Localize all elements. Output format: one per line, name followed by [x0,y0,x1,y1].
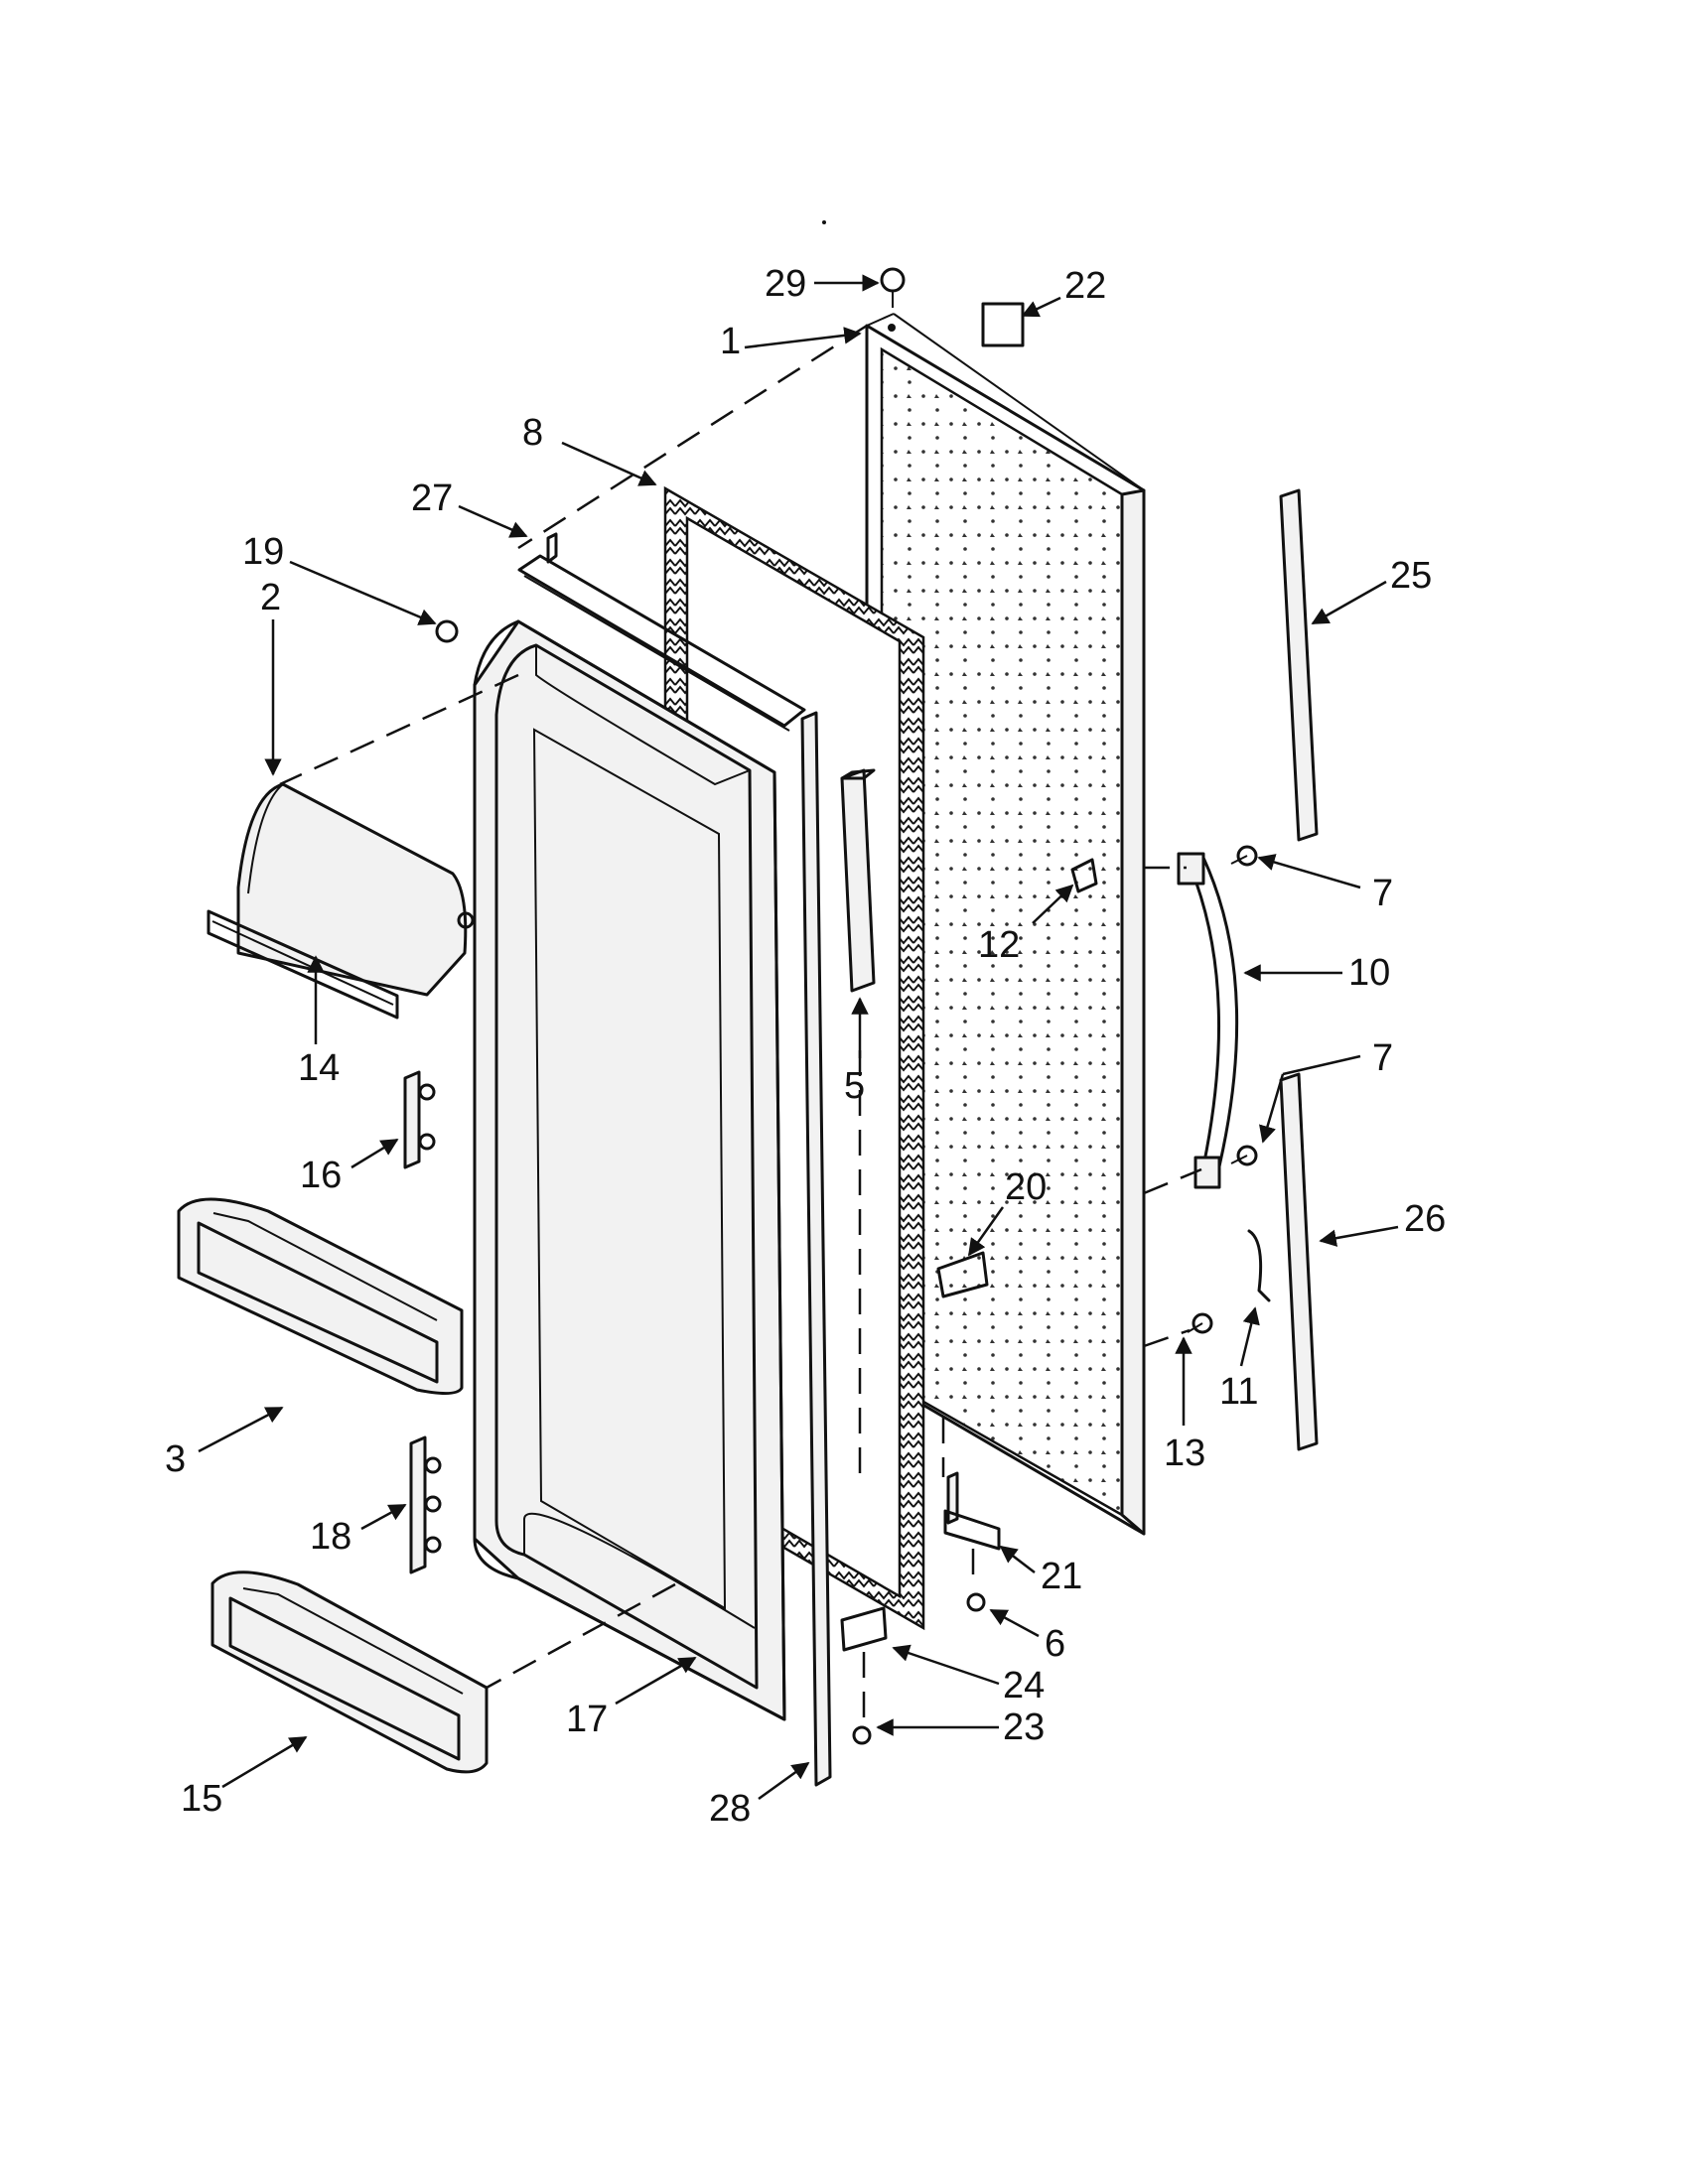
svg-text:5: 5 [844,1065,865,1107]
side-trim-25 [1279,488,1319,842]
speck [822,220,826,224]
middle-bin [177,1197,464,1395]
svg-text:18: 18 [310,1516,351,1558]
callout-5: 5 [844,997,869,1107]
door-liner [473,619,786,1721]
callout-7-top: 7 [1257,854,1393,914]
svg-text:17: 17 [566,1699,608,1740]
callout-1: 1 [720,321,862,362]
hardware [435,267,1271,1745]
callout-19: 19 [242,531,437,625]
svg-text:3: 3 [165,1438,186,1480]
callout-6: 6 [989,1608,1065,1665]
callout-25: 25 [1311,555,1432,625]
callout-18: 18 [310,1503,407,1558]
svg-text:11: 11 [1219,1371,1258,1413]
callout-2: 2 [260,577,282,776]
svg-text:23: 23 [1003,1706,1045,1748]
callout-13: 13 [1164,1336,1205,1474]
svg-text:21: 21 [1041,1556,1082,1597]
svg-text:24: 24 [1003,1665,1045,1706]
svg-text:13: 13 [1164,1433,1205,1474]
callout-12: 12 [978,884,1074,966]
svg-text:20: 20 [1005,1166,1047,1208]
callout-27: 27 [411,478,528,538]
svg-text:16: 16 [300,1155,342,1196]
callout-23: 23 [876,1706,1045,1748]
side-trim-26 [1279,1072,1319,1451]
svg-text:27: 27 [411,478,453,519]
block-5 [840,768,876,993]
callout-10: 10 [1243,952,1390,994]
callout-26: 26 [1319,1198,1446,1247]
callout-21: 21 [999,1545,1082,1597]
callout-11: 11 [1219,1306,1260,1413]
callout-29: 29 [765,263,880,305]
svg-text:7: 7 [1372,1037,1393,1079]
svg-text:25: 25 [1390,555,1432,597]
callout-22: 22 [1021,265,1106,318]
callout-24: 24 [892,1644,1045,1706]
svg-text:7: 7 [1372,873,1393,914]
svg-text:19: 19 [242,531,284,573]
door-trim-strip [800,711,832,1787]
svg-text:2: 2 [260,577,281,618]
callout-28: 28 [709,1761,810,1830]
callout-15: 15 [181,1735,308,1820]
callout-20: 20 [967,1166,1047,1257]
alignment-lines [279,324,1202,1725]
svg-text:22: 22 [1064,265,1106,307]
svg-text:10: 10 [1348,952,1390,994]
top-trim [517,532,806,732]
upper-bin [207,782,475,1020]
svg-text:26: 26 [1404,1198,1446,1240]
svg-text:6: 6 [1045,1623,1065,1665]
callout-16: 16 [300,1138,399,1196]
door-handle [1177,852,1239,1189]
bracket-18 [409,1435,442,1574]
lower-bin [210,1570,489,1774]
callout-17: 17 [566,1656,697,1740]
svg-text:29: 29 [765,263,806,305]
svg-text:8: 8 [522,412,543,454]
svg-text:12: 12 [978,924,1020,966]
callout-3: 3 [165,1406,284,1480]
callout-14: 14 [298,955,340,1089]
callouts: 29 22 1 8 27 19 2 25 [165,263,1446,1830]
svg-text:1: 1 [720,321,741,362]
svg-text:14: 14 [298,1047,340,1089]
callout-8: 8 [522,412,657,486]
bracket-16 [403,1070,436,1169]
svg-text:28: 28 [709,1788,751,1830]
callout-7-bottom: 7 [1259,1037,1393,1144]
svg-text:15: 15 [181,1778,222,1820]
